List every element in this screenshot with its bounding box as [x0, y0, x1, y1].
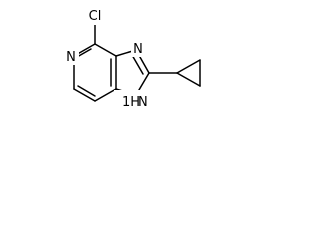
- imidazole-nh-n-label: N: [138, 95, 148, 110]
- bond-cp3-cp1: [176, 72, 201, 87]
- pyridine-n-label: N: [66, 50, 76, 65]
- pyridine-n-label-bg: [64, 48, 79, 65]
- bond-cp1-cp2: [176, 59, 201, 74]
- chemical-structure: Cl N N 1H N: [64, 6, 201, 111]
- imidazole-n-label-bg: [131, 40, 146, 57]
- bond-c7-c7a: [94, 88, 117, 102]
- bond-c3a-c4: [94, 43, 117, 57]
- bond-c6-c7: [73, 88, 96, 102]
- cl-label: Cl: [89, 9, 102, 24]
- atom-labels: Cl N N 1H N: [64, 6, 156, 111]
- bond-c6-c7-double: [77, 85, 96, 97]
- bond-n3-c2-double: [131, 54, 144, 75]
- bond-c4-n5-double: [76, 48, 92, 58]
- imidazole-nh-h-label: 1H: [122, 95, 140, 110]
- imidazole-nh-label-bg: [114, 90, 156, 111]
- imidazole-n-label: N: [133, 42, 143, 57]
- bonds: [73, 24, 201, 102]
- cl-label-bg: [85, 6, 106, 25]
